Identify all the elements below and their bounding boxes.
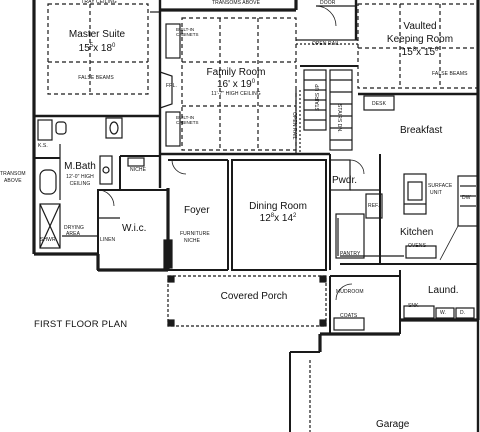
m-bath-name: M.Bath: [64, 161, 96, 172]
furniture-niche-line1: FURNITURE: [180, 231, 210, 237]
drying-area-line2: AREA: [66, 231, 81, 237]
sink-label: SNK: [408, 303, 419, 309]
open-rail-label-2: OPEN RAIL: [291, 112, 297, 140]
furniture-niche-line2: NICHE: [184, 238, 201, 244]
family-room-name: Family Room: [206, 67, 266, 78]
dining-room-name: Dining Room: [249, 201, 307, 212]
dining-room-walls: [231, 159, 327, 271]
covered-porch-label: Covered Porch: [220, 291, 288, 302]
kitchen-walls: [329, 154, 479, 270]
kitchen-label: Kitchen: [400, 227, 434, 238]
family-room-note: 11'-7" HIGH CEILING: [211, 91, 261, 97]
false-beams-master-label: FALSE BEAMS: [78, 75, 114, 81]
fireplace-label: FPL.: [166, 83, 177, 89]
built-in-cabinets-label-1: BUILT-IN CABINETS: [176, 27, 199, 37]
pantry-label: PANTRY: [340, 251, 361, 257]
dishwasher-label: DW: [462, 195, 471, 201]
surface-unit-line2: UNIT: [430, 190, 443, 196]
master-bath-walls: [34, 117, 169, 271]
mudroom-walls: [329, 270, 475, 334]
garage-walls: [289, 320, 480, 432]
open-rail-label-1: OPEN RAIL: [312, 41, 340, 47]
m-bath-note2: CEILING: [69, 181, 91, 187]
surface-unit-line1: SURFACE: [428, 183, 453, 189]
shower-label: SHWR.: [40, 237, 58, 243]
washer-label: W.: [440, 310, 447, 316]
transoms-above-label: TRANSOMS ABOVE: [211, 0, 261, 6]
foyer-label: Foyer: [184, 205, 210, 216]
ovens-label: OVENS: [408, 243, 427, 249]
mudroom-label: MUDROOM: [336, 289, 364, 295]
built-in-cabinets-label-2: BUILT-IN CABINETS: [176, 115, 199, 125]
master-suite-dims: 155x 180: [78, 43, 116, 54]
m-bath-note1: 12'-0" HIGH: [66, 174, 94, 180]
covered-porch-walls: [167, 275, 327, 327]
family-room-dims: 16' x 190: [216, 79, 256, 90]
coats-label: COATS: [340, 313, 358, 319]
door-label: DOOR: [320, 0, 336, 6]
drying-area-line1: DRYING: [64, 225, 84, 231]
keeping-room-line1: Vaulted: [403, 21, 437, 32]
plan-title: FIRST FLOOR PLAN: [34, 319, 128, 330]
breakfast-label: Breakfast: [400, 125, 443, 136]
desk-label: DESK: [372, 101, 387, 107]
stairs: [300, 65, 358, 151]
stairs-up-label: STAIRS UP: [315, 84, 321, 111]
tray-ceiling-label: TRAY CEILING: [81, 0, 117, 5]
keeping-room-dims: 158x 150: [401, 47, 439, 58]
master-suite-name: Master Suite: [68, 29, 126, 40]
stairs-down-label: STAIRS DN.: [336, 104, 342, 133]
transom-above-line2: ABOVE: [4, 178, 22, 184]
dining-room-dims: 128x 142: [259, 213, 297, 224]
desk: [363, 95, 395, 111]
ref-label: REF.: [368, 203, 380, 209]
family-room-walls: [159, 17, 358, 156]
foyer-walls: [163, 159, 229, 271]
false-beams-keeping-label: FALSE BEAMS: [432, 71, 468, 77]
transom-above-line1: TRANSOM: [0, 171, 26, 177]
ks-label: K.S.: [38, 143, 48, 149]
niche-label: NICHE: [130, 167, 147, 173]
dryer-label: D.: [460, 310, 466, 316]
laundry-label: Laund.: [428, 285, 459, 296]
powder-room-label: Pwdr.: [332, 175, 358, 186]
linen-label: LINEN: [100, 237, 116, 243]
wic-label: W.i.c.: [122, 223, 147, 234]
keeping-room-line2: Keeping Room: [386, 34, 454, 45]
keeping-room-walls: [315, 0, 479, 96]
garage-label: Garage: [376, 419, 410, 430]
